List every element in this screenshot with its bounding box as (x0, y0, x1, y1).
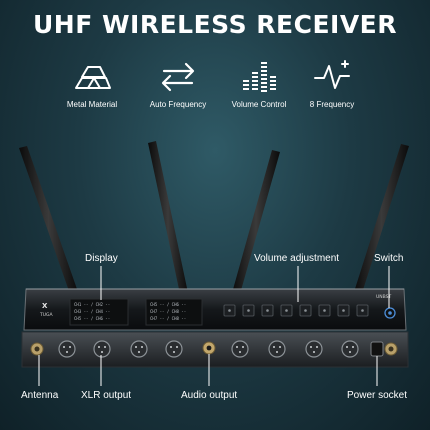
antennas (19, 141, 409, 294)
feature-metal-material: Metal Material (47, 58, 137, 109)
feature-8-frequency: 8 Frequency (287, 58, 377, 109)
front-panel: X TUGA CH1 -- / CH2 -- CH3 -- / CH4 -- C… (23, 288, 407, 331)
feature-label: 8 Frequency (309, 100, 355, 109)
svg-text:CH5 -- / CH6 --: CH5 -- / CH6 -- (74, 316, 110, 321)
callout-xlr-output: XLR output (81, 390, 132, 401)
page-title: UHF WIRELESS RECEIVER (32, 10, 398, 39)
callout-antenna: Antenna (21, 390, 59, 401)
callout-display: Display (85, 253, 118, 264)
feature-auto-frequency: Auto Frequency (133, 58, 223, 109)
brand-label: UNBST (376, 294, 392, 300)
svg-text:CH7 -- / CH8 --: CH7 -- / CH8 -- (150, 316, 186, 321)
svg-text:TUGA: TUGA (39, 312, 54, 318)
callout-switch: Switch (374, 253, 404, 264)
volume-bars-icon (243, 62, 276, 92)
feature-label: Auto Frequency (149, 100, 207, 109)
waveform-icon (314, 60, 350, 89)
svg-text:CH7 -- / CH8 --: CH7 -- / CH8 -- (150, 309, 186, 314)
back-panel (21, 331, 409, 368)
feature-label: Metal Material (66, 100, 118, 109)
feature-label: Volume Control (231, 100, 287, 109)
svg-text:CH5 -- / CH6 --: CH5 -- / CH6 -- (150, 302, 186, 307)
callout-audio-output: Audio output (181, 390, 238, 401)
metal-bars-icon (75, 66, 111, 89)
svg-text:X: X (42, 302, 48, 310)
svg-text:CH3 -- / CH4 --: CH3 -- / CH4 -- (74, 309, 110, 314)
callout-power-socket: Power socket (347, 390, 408, 401)
svg-text:CH1 -- / CH2 --: CH1 -- / CH2 -- (74, 302, 110, 307)
feature-volume-control: Volume Control (214, 58, 304, 109)
callout-volume-adjustment: Volume adjustment (254, 253, 340, 264)
swap-arrows-icon (161, 62, 195, 92)
